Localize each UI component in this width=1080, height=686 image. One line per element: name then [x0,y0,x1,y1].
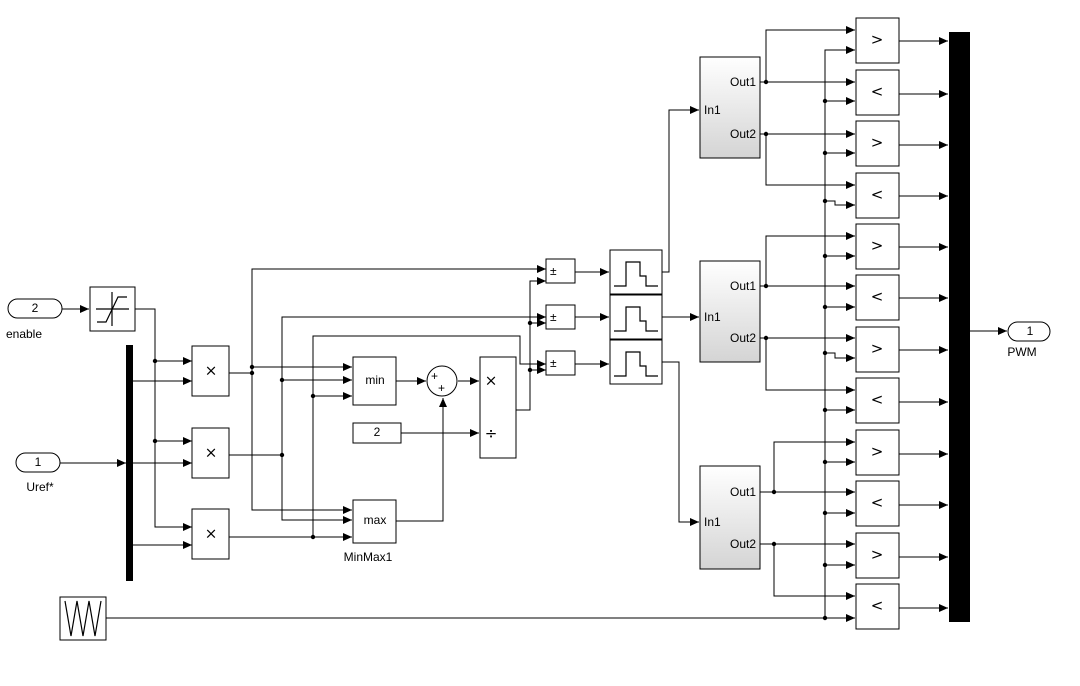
inport-enable-label: enable [6,327,42,341]
comparator-block-11[interactable]: > [855,532,900,579]
inport-enable[interactable]: 2 enable [6,298,63,341]
subsystem-block-1[interactable]: In1 Out1 Out2 [699,56,761,159]
subsystem-out1-label: Out1 [730,485,756,499]
comparator-operator: > [871,237,884,255]
comparator-operator: < [871,391,884,409]
divide-icon: ÷ [485,425,498,443]
comparator-operator: > [871,443,884,461]
comparator-operator: > [871,31,884,49]
comparator-block-12[interactable]: < [855,583,900,630]
outport-pwm-label: PWM [1007,345,1036,359]
multiply-icon: × [205,362,218,380]
subsystem-in-label: In1 [704,515,721,529]
relay-block-1[interactable] [609,249,663,295]
min-block[interactable]: min [352,356,397,406]
comparator-operator: < [871,494,884,512]
inport-uref[interactable]: 1 Uref* [15,452,61,494]
comparator-block-10[interactable]: < [855,480,900,527]
comparator-block-7[interactable]: > [855,326,900,373]
comparator-block-3[interactable]: > [855,120,900,167]
triangle-wave-icon [64,600,102,637]
comparator-operator: < [871,288,884,306]
plus-sign: + [438,381,445,395]
relay-block-2[interactable] [609,294,663,340]
max-label: max [364,513,387,527]
multiply-icon: × [205,525,218,543]
inport-enable-number: 2 [32,301,39,315]
repeating-sequence-block[interactable] [59,596,107,641]
sum-block[interactable]: + + [426,365,458,397]
saturation-icon [96,292,129,326]
junction-dots [152,79,828,621]
hysteresis-icon [614,306,658,332]
inport-uref-number: 1 [35,455,42,469]
inport-uref-label: Uref* [26,480,54,494]
plusminus-sign: ± [550,356,557,370]
product-block-3[interactable]: × [191,508,230,560]
subsystem-out1-label: Out1 [730,75,756,89]
hysteresis-icon [614,261,658,287]
subtract-block-2[interactable]: ± [545,304,576,330]
comparator-block-6[interactable]: < [855,274,900,321]
subsystem-out1-label: Out1 [730,279,756,293]
comparator-operator: > [871,134,884,152]
saturation-block[interactable] [89,286,136,332]
min-label: min [365,373,384,387]
plusminus-sign: ± [550,264,557,278]
hysteresis-icon [614,351,658,377]
comparator-block-5[interactable]: > [855,223,900,270]
mux-input-bar[interactable] [126,345,133,581]
comparator-operator: < [871,186,884,204]
subsystem-out2-label: Out2 [730,331,756,345]
max-block[interactable]: max MinMax1 [344,499,397,564]
constant-value: 2 [374,425,381,439]
comparator-block-4[interactable]: < [855,172,900,219]
divide-block[interactable]: × ÷ [479,356,517,459]
subsystem-in-label: In1 [704,103,721,117]
comparator-block-8[interactable]: < [855,377,900,424]
subsystem-in-label: In1 [704,310,721,324]
constant-block[interactable]: 2 [352,422,402,444]
comparator-block-1[interactable]: > [855,17,900,64]
plus-sign: + [431,369,438,383]
comparator-operator: > [871,340,884,358]
subtract-block-1[interactable]: ± [545,258,576,284]
relay-block-3[interactable] [609,339,663,385]
subsystem-out2-label: Out2 [730,537,756,551]
multiply-icon: × [485,372,498,390]
comparator-block-9[interactable]: > [855,429,900,476]
comparator-operator: > [871,546,884,564]
comparator-operator: < [871,597,884,615]
comparator-operator: < [871,83,884,101]
product-block-1[interactable]: × [191,345,230,397]
minmax-block-name: MinMax1 [344,550,393,564]
signal-lines [60,26,1007,622]
outport-pwm-number: 1 [1027,324,1034,338]
outport-pwm[interactable]: 1 PWM [1007,321,1051,359]
subsystem-block-2[interactable]: In1 Out1 Out2 [699,260,761,363]
product-block-2[interactable]: × [191,427,230,479]
subtract-block-3[interactable]: ± [545,350,576,376]
mux-output-bar[interactable] [949,32,970,622]
subsystem-block-3[interactable]: In1 Out1 Out2 [699,465,761,570]
comparator-block-2[interactable]: < [855,69,900,116]
multiply-icon: × [205,444,218,462]
plusminus-sign: ± [550,310,557,324]
subsystem-out2-label: Out2 [730,127,756,141]
